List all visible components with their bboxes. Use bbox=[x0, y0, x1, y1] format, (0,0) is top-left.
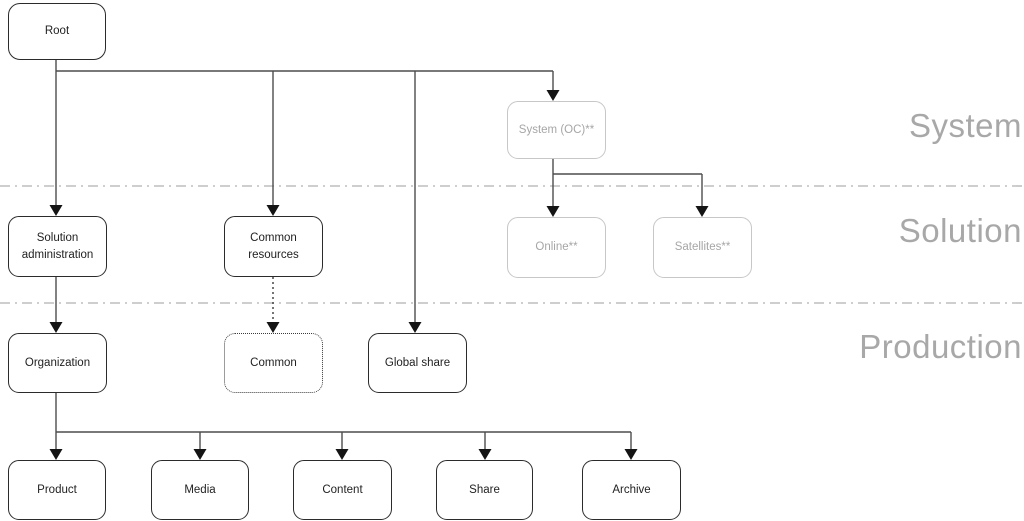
node-common-resources: Common resources bbox=[224, 216, 323, 277]
node-system-oc: System (OC)** bbox=[507, 101, 606, 159]
node-media: Media bbox=[151, 460, 249, 520]
band-label-solution: Solution bbox=[898, 212, 1022, 249]
node-global-share: Global share bbox=[368, 333, 467, 393]
node-share: Share bbox=[436, 460, 533, 520]
band-label-system: System bbox=[908, 107, 1022, 144]
node-product: Product bbox=[8, 460, 106, 520]
node-organization: Organization bbox=[8, 333, 107, 393]
node-online: Online** bbox=[507, 217, 606, 278]
node-content: Content bbox=[293, 460, 392, 520]
band-label-production: Production bbox=[859, 328, 1022, 365]
node-archive: Archive bbox=[582, 460, 681, 520]
node-common: Common bbox=[224, 333, 323, 393]
node-solution-administration: Solution administration bbox=[8, 216, 107, 277]
connector-lines bbox=[55, 60, 703, 449]
node-satellites: Satellites** bbox=[653, 217, 752, 278]
arrowheads bbox=[49, 90, 709, 460]
node-root: Root bbox=[8, 3, 106, 60]
